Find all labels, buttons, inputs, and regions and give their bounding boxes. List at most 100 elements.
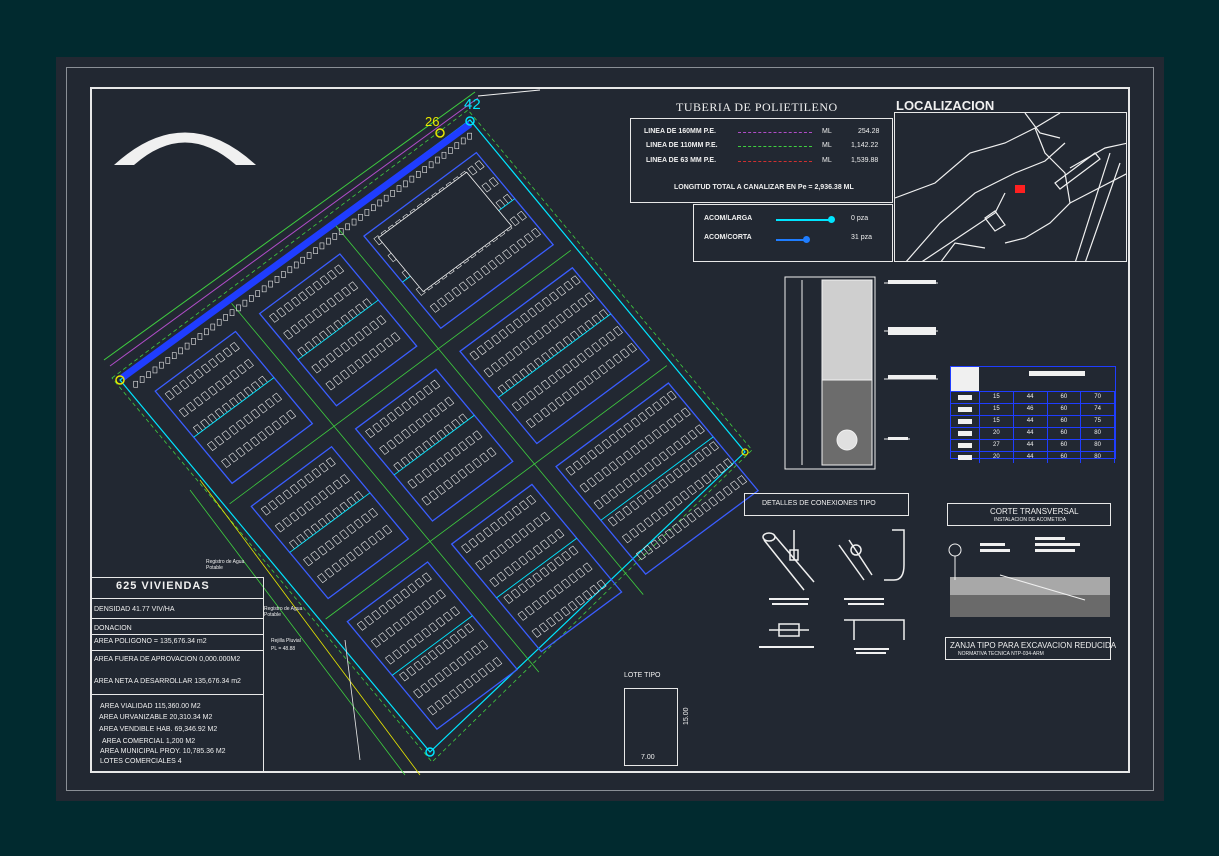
zanja-box (945, 637, 1111, 660)
lot (496, 544, 507, 554)
lot (401, 401, 412, 412)
lot (636, 522, 647, 533)
lot (282, 517, 293, 528)
pipe-row-value: 254.28 (858, 128, 880, 135)
lot (539, 567, 550, 578)
depth-table-row-bar (958, 431, 972, 436)
lot (382, 524, 393, 535)
lot (458, 281, 469, 292)
lot (556, 286, 567, 297)
lot (547, 401, 558, 412)
lot (378, 604, 389, 615)
lot (527, 307, 538, 318)
park-area (377, 171, 513, 293)
detalles-title: DETALLES DE CONEXIONES TIPO (762, 500, 876, 507)
lot (553, 584, 564, 594)
lot (547, 534, 558, 545)
lote-width: 7.00 (641, 754, 655, 761)
block-outline (258, 253, 418, 407)
lot (477, 667, 488, 678)
lot (582, 562, 593, 573)
lot (687, 457, 698, 468)
lot (498, 329, 509, 339)
lot (518, 395, 529, 406)
lot (340, 314, 351, 325)
lot (360, 540, 371, 551)
lot (555, 341, 566, 352)
lot (229, 341, 240, 352)
lot (723, 458, 734, 469)
depth-table-cell: 80 (1081, 452, 1115, 463)
lot (687, 429, 698, 440)
lot (601, 466, 612, 477)
lot (509, 216, 520, 227)
lot (260, 505, 271, 516)
lot (406, 666, 417, 677)
lot (443, 451, 454, 462)
edge-lot (197, 333, 203, 340)
lot (504, 378, 515, 389)
block-outline (346, 561, 519, 731)
lot (317, 517, 328, 528)
edge-lot (165, 357, 171, 364)
lot (339, 369, 350, 380)
lot (290, 324, 301, 335)
lot (503, 593, 514, 604)
lot (465, 435, 476, 446)
location-map-lines (895, 113, 1126, 261)
lot (548, 291, 559, 302)
pipe-row-unit: ML (822, 142, 832, 149)
lot (708, 468, 719, 479)
trench-detail (784, 276, 938, 470)
lot (282, 489, 293, 500)
lot (408, 395, 419, 406)
lot (531, 600, 542, 611)
lot (333, 292, 344, 303)
lot (601, 438, 612, 449)
lot (311, 363, 322, 374)
depth-table-row-marker (951, 416, 980, 427)
edge-lot (338, 228, 344, 235)
edge-lot (139, 376, 145, 383)
access-road-line (344, 639, 361, 761)
lot (575, 567, 586, 578)
lot (523, 233, 534, 244)
lot (679, 490, 690, 501)
lot (289, 484, 300, 495)
lot (686, 512, 697, 523)
lot (249, 436, 261, 447)
localizacion-map (894, 112, 1127, 262)
edge-lot (409, 175, 415, 183)
lot (482, 527, 493, 538)
lot (476, 345, 487, 356)
lot (326, 269, 337, 280)
lot (421, 467, 432, 478)
lot (215, 352, 226, 363)
lot (365, 428, 376, 438)
lot (385, 599, 396, 610)
lot (555, 313, 566, 324)
lot (312, 280, 323, 291)
lot (310, 523, 321, 534)
acom-corta-line (776, 239, 806, 241)
lot (304, 341, 315, 352)
lot (333, 347, 344, 358)
lot (554, 396, 565, 407)
lot (608, 433, 619, 444)
lot (429, 434, 440, 445)
lot (407, 451, 418, 462)
lot (644, 461, 655, 472)
summary-divider (90, 694, 264, 695)
lot (449, 661, 460, 672)
edge-lot (396, 185, 402, 192)
lot (516, 238, 527, 249)
lot (539, 539, 550, 550)
pluvial-label: PL = 48.88 (271, 646, 296, 652)
lot (318, 330, 329, 341)
registro-label: Registro de Agua Potable (264, 606, 303, 618)
lot (492, 656, 503, 667)
lot (326, 297, 337, 308)
depth-table-cell: 44 (1014, 416, 1048, 427)
lot (479, 452, 490, 463)
